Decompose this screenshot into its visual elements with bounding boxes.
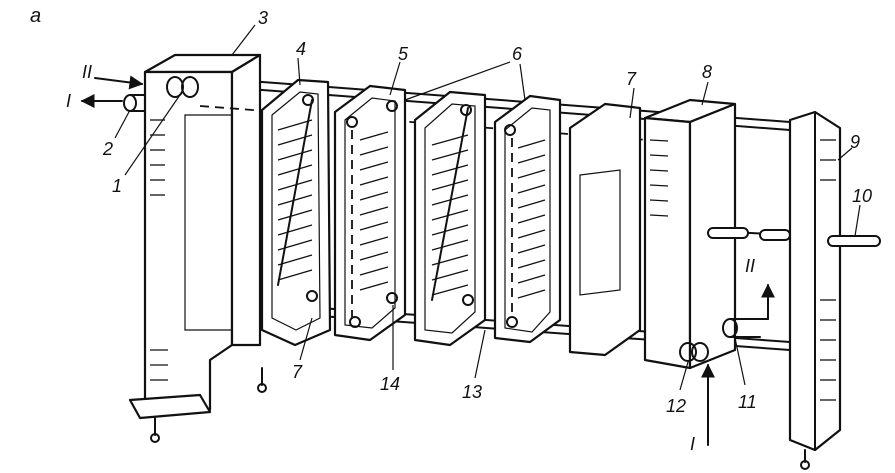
callout-6: 6 [404, 44, 526, 101]
callout-10: 10 [852, 186, 872, 237]
fixed-frame-plate [123, 53, 267, 443]
heat-exchange-plate-middle [413, 90, 487, 347]
svg-text:11: 11 [738, 392, 757, 412]
callout-8: 8 [701, 62, 712, 106]
svg-text:1: 1 [112, 176, 122, 196]
svg-text:2: 2 [102, 139, 113, 159]
svg-text:10: 10 [852, 186, 872, 206]
heat-exchange-plate-4 [260, 78, 332, 347]
callout-3: 3 [231, 8, 268, 56]
svg-text:8: 8 [702, 62, 712, 82]
callout-7-top: 7 [626, 69, 637, 119]
svg-text:4: 4 [296, 39, 306, 59]
callout-5: 5 [389, 44, 409, 96]
pressure-plate [643, 98, 791, 370]
flow-label-II-out: II [745, 256, 755, 276]
svg-text:7: 7 [626, 69, 637, 89]
svg-text:13: 13 [462, 382, 482, 402]
svg-text:9: 9 [850, 132, 860, 152]
svg-text:12: 12 [666, 396, 686, 416]
end-plate [568, 102, 642, 357]
callout-14: 14 [380, 305, 400, 394]
callout-13: 13 [462, 329, 486, 402]
heat-exchange-plate-5 [333, 84, 407, 342]
callout-1: 1 [112, 91, 183, 196]
svg-text:14: 14 [380, 374, 400, 394]
heat-exchange-plate-6 [493, 94, 562, 344]
callout-7-bottom: 7 [292, 317, 313, 382]
svg-text:I: I [66, 91, 71, 111]
svg-text:II: II [82, 62, 92, 82]
flow-arrow-I-in: I [690, 363, 715, 454]
panel-label: a [30, 5, 41, 27]
svg-text:I: I [690, 434, 695, 454]
callout-9: 9 [837, 132, 860, 161]
svg-text:7: 7 [292, 362, 303, 382]
callout-12: 12 [666, 361, 689, 416]
callout-11: 11 [734, 337, 757, 412]
svg-text:6: 6 [512, 44, 523, 64]
support-column [788, 110, 881, 470]
flow-arrow-II-in: II [82, 62, 144, 90]
svg-text:5: 5 [398, 44, 409, 64]
svg-text:II: II [745, 256, 755, 276]
callout-4: 4 [296, 39, 306, 86]
svg-text:3: 3 [258, 8, 268, 28]
flow-arrow-I-out: I [66, 91, 123, 111]
callout-2: 2 [102, 109, 131, 159]
